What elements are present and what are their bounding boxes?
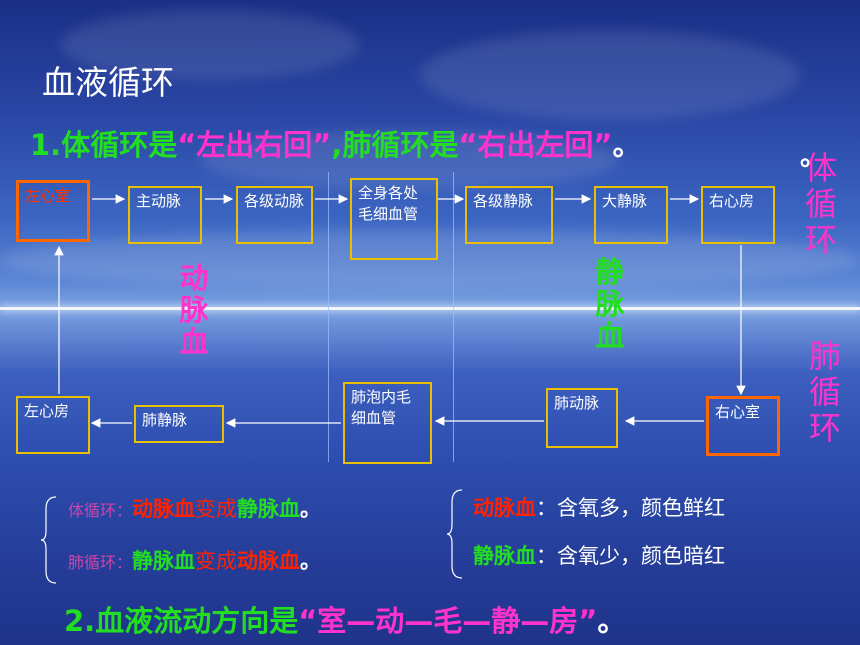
flow-prefix: 2.血液流动方向是 <box>64 604 299 638</box>
cloud <box>60 10 360 80</box>
page-title: 血液循环 <box>42 63 174 102</box>
label-pulmonary: 肺循环 <box>808 337 841 447</box>
cloud <box>0 230 860 290</box>
box-veins: 各级静脉 <box>465 186 553 244</box>
box-pulmonary-vein: 肺静脉 <box>134 405 224 443</box>
box-left-ventricle: 左心室 <box>16 180 90 242</box>
rule-end-dot: 。 <box>800 142 827 172</box>
cloud <box>420 30 800 120</box>
summary-name: 体循环： <box>68 501 133 520</box>
box-aorta: 主动脉 <box>128 186 202 244</box>
summary-blood-name: 动脉血 <box>473 496 536 520</box>
rule-quote-1: “左出右回” <box>177 128 332 162</box>
box-right-atrium: 右心房 <box>701 186 775 244</box>
summary-end: 。 <box>300 497 322 521</box>
box-pulmonary-artery: 肺动脉 <box>546 388 618 448</box>
right-brace <box>446 489 463 579</box>
summary-b: 动脉血 <box>237 549 301 573</box>
box-arteries: 各级动脉 <box>236 186 313 244</box>
cloud <box>200 130 620 190</box>
summary-a: 动脉血 <box>132 497 196 521</box>
divider-line <box>453 172 454 462</box>
summary-blood-desc: ：含氧少，颜色暗红 <box>536 544 725 568</box>
summary-venous-blood: 静脉血：含氧少，颜色暗红 <box>473 540 725 570</box>
box-right-ventricle: 右心室 <box>706 396 780 456</box>
summary-a: 静脉血 <box>132 549 196 573</box>
box-vena-cava: 大静脉 <box>594 186 668 244</box>
flow-direction-rule: 2.血液流动方向是“室—动—毛—静—房”。 <box>64 598 626 640</box>
label-venous-blood: 静脉血 <box>595 255 625 353</box>
flow-quote: “室—动—毛—静—房” <box>298 604 598 638</box>
rule-prefix: 1.体循环是 <box>30 128 178 162</box>
label-arterial-blood: 动脉血 <box>179 261 209 359</box>
box-left-atrium: 左心房 <box>16 396 90 454</box>
rule-quote-2: “右出左回” <box>458 128 613 162</box>
summary-arterial-blood: 动脉血：含氧多，颜色鲜红 <box>473 492 725 522</box>
summary-blood-desc: ：含氧多，颜色鲜红 <box>536 496 725 520</box>
summary-end: 。 <box>300 549 322 573</box>
summary-verb: 变成 <box>195 549 238 573</box>
summary-pulmonary: 肺循环：静脉血变成动脉血。 <box>68 545 321 575</box>
summary-systemic: 体循环：动脉血变成静脉血。 <box>68 493 321 523</box>
divider-line <box>328 172 329 462</box>
systemic-pulmonary-rule: 1.体循环是“左出右回”,肺循环是“右出左回”。 <box>30 122 642 164</box>
rule-end: 。 <box>612 128 642 162</box>
summary-verb: 变成 <box>195 497 238 521</box>
box-body-capillaries: 全身各处毛细血管 <box>350 178 438 260</box>
horizon-line <box>0 307 860 310</box>
flow-end: 。 <box>597 604 627 638</box>
label-systemic: 体循环 <box>804 149 837 259</box>
summary-blood-name: 静脉血 <box>473 544 536 568</box>
summary-name: 肺循环： <box>68 553 133 572</box>
rule-mid: ,肺循环是 <box>331 128 459 162</box>
summary-b: 静脉血 <box>237 497 301 521</box>
left-brace <box>40 496 57 584</box>
box-alveolar-capillaries: 肺泡内毛细血管 <box>343 382 432 464</box>
